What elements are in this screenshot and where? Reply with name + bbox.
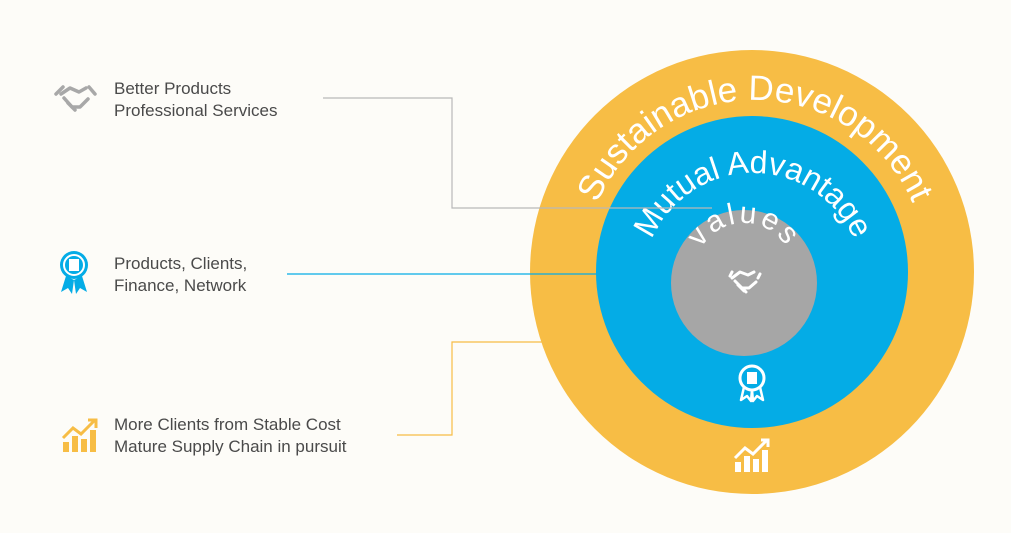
connector-line-services: [323, 97, 712, 209]
label-services-line2: Professional Services: [114, 101, 278, 120]
inner-circle-values: [671, 210, 817, 356]
label-supply-line1: More Clients from Stable Cost: [114, 415, 341, 434]
label-network-line2: Finance, Network: [114, 276, 247, 295]
label-services-line1: Better Products: [114, 79, 232, 98]
award-ribbon-icon: [738, 364, 766, 403]
growth-chart-icon: [61, 418, 98, 452]
label-services: Better Products Professional Services: [114, 78, 277, 122]
label-network-line1: Products, Clients,: [114, 254, 248, 273]
label-network: Products, Clients, Finance, Network: [114, 253, 247, 297]
label-supply-line2: Mature Supply Chain in pursuit: [114, 437, 347, 456]
connector-line-supply: [397, 341, 542, 436]
handshake-icon: [54, 85, 97, 112]
label-supply: More Clients from Stable Cost Mature Sup…: [114, 414, 346, 458]
handshake-icon: [728, 270, 762, 294]
award-ribbon-icon: [60, 251, 88, 294]
growth-chart-icon: [733, 438, 770, 472]
